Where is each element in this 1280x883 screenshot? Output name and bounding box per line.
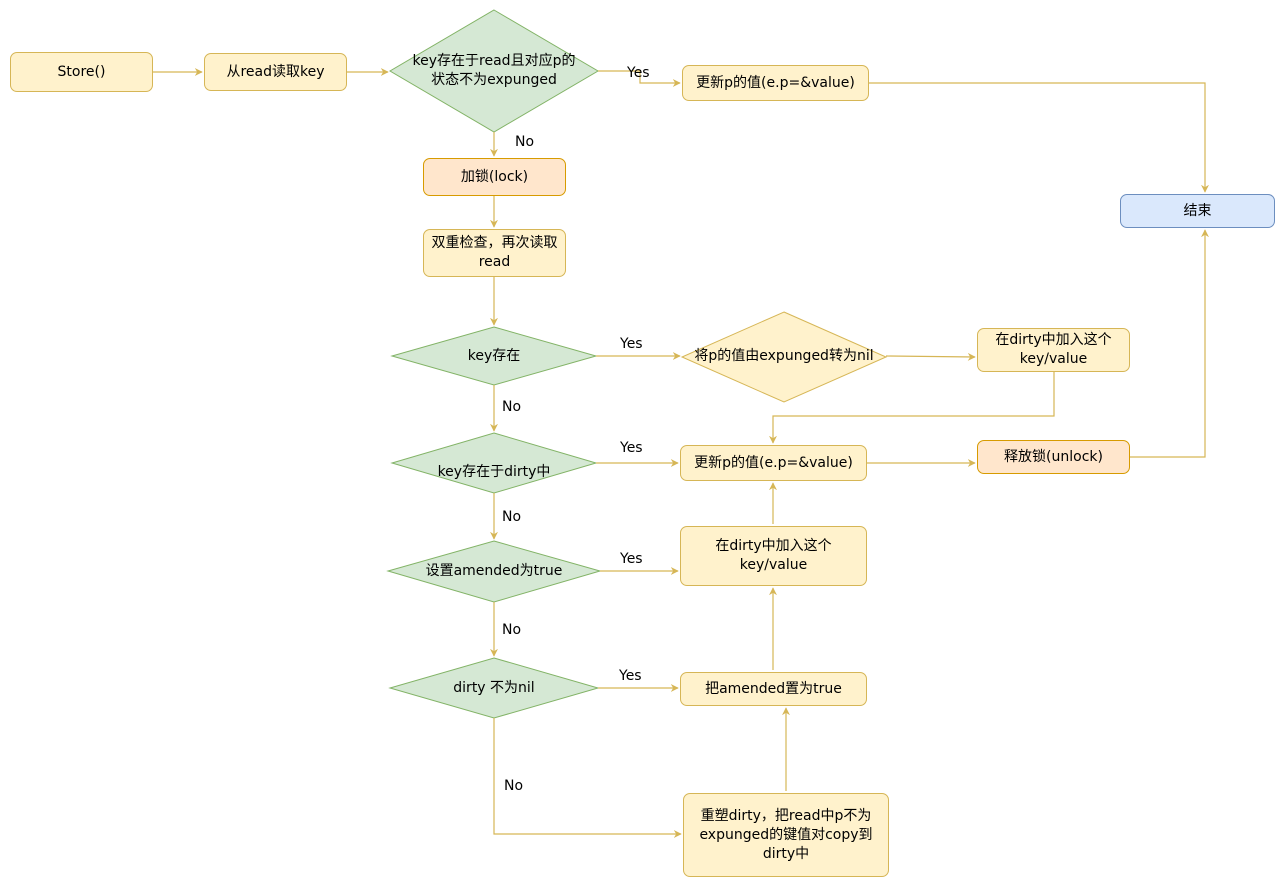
label-yes-key-in-dirty: Yes — [620, 440, 643, 456]
diamond-expunged-to-nil — [680, 311, 888, 403]
label-yes-check-read: Yes — [627, 65, 650, 81]
label-no-dirty-not-nil: No — [504, 778, 524, 794]
update-p-mid-node: 更新p的值(e.p=&value) — [680, 445, 867, 481]
set-amended-true-node: 把amended置为true — [680, 672, 867, 706]
edge-expunged-adddirty — [885, 352, 976, 361]
label-no-key-in-dirty: No — [502, 509, 522, 525]
check-read-text: key存在于read且对应p的状态不为expunged — [412, 53, 576, 88]
key-exists-text: key存在 — [467, 347, 521, 364]
edge-dirtynotnil-rebuild-no — [493, 718, 682, 838]
key-in-dirty-text: key存在于dirty中 — [437, 463, 551, 480]
unlock-node: 释放锁(unlock) — [977, 440, 1130, 474]
edge-update-end — [869, 82, 1209, 193]
label-yes-dirty-not-nil: Yes — [619, 668, 642, 684]
edge-check-update-yes — [598, 70, 681, 87]
add-dirty-top-node: 在dirty中加入这个key/value — [977, 328, 1130, 372]
expunged-to-nil-text: 将p的值由expunged转为nil — [694, 347, 874, 364]
label-no-set-amended: No — [502, 622, 522, 638]
label-yes-key-exists: Yes — [620, 336, 643, 352]
double-check-node: 双重检查，再次读取read — [423, 229, 566, 277]
add-dirty-mid-node: 在dirty中加入这个key/value — [680, 526, 867, 586]
store-node: Store() — [10, 52, 153, 92]
edge-adddirty-update — [769, 372, 1055, 444]
dirty-not-nil-text: dirty 不为nil — [453, 679, 535, 696]
read-key-node: 从read读取key — [204, 53, 347, 91]
update-p-top-node: 更新p的值(e.p=&value) — [682, 65, 869, 101]
label-no-key-exists: No — [502, 399, 522, 415]
set-amended-text: 设置amended为true — [425, 562, 563, 579]
end-node: 结束 — [1120, 194, 1275, 228]
label-no-check-read: No — [515, 134, 535, 150]
lock-node: 加锁(lock) — [423, 158, 566, 196]
rebuild-dirty-node: 重塑dirty，把read中p不为expunged的键值对copy到dirty中 — [683, 793, 889, 877]
label-yes-set-amended: Yes — [620, 551, 643, 567]
edge-unlock-end — [1130, 229, 1209, 458]
